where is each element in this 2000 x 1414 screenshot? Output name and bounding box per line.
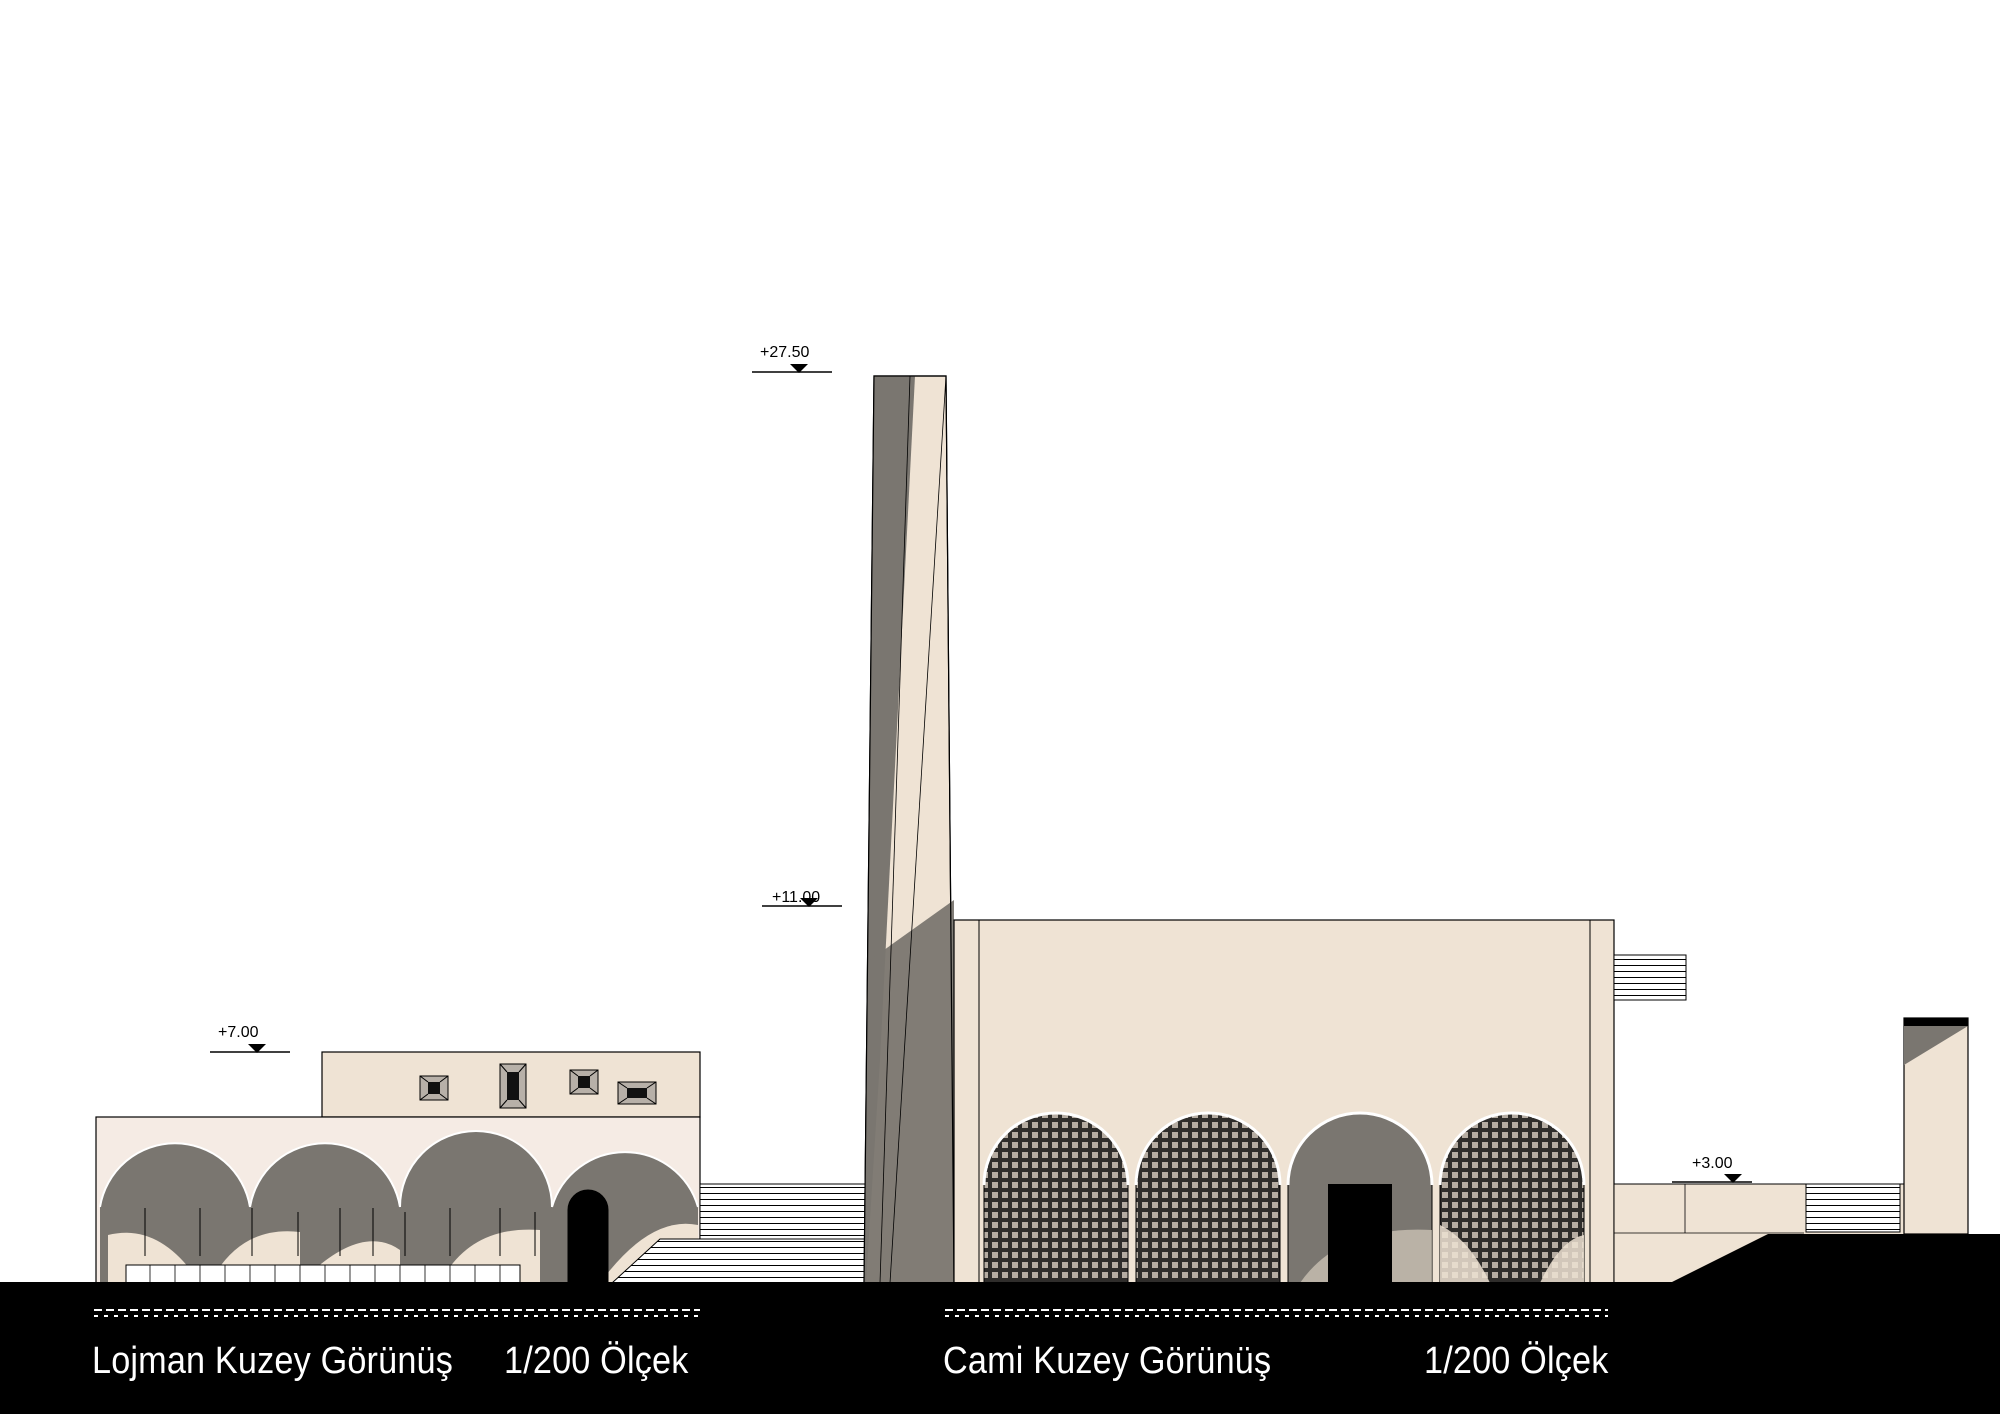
level-marker-lodging: +7.00: [210, 1024, 290, 1053]
mosque-side-louvre: [1613, 954, 1687, 1001]
mosque-arcade: [982, 1111, 1586, 1284]
lodging-window-2: [499, 1063, 527, 1109]
ground-dash-left: [94, 1309, 700, 1317]
lodging-title: Lojman Kuzey Görünüş: [92, 1340, 453, 1382]
lodging-window-3: [569, 1069, 599, 1095]
ground-dash-right: [945, 1309, 1608, 1317]
level-marker-terrace: +3.00: [1672, 1155, 1752, 1183]
ground-band: [0, 1234, 2000, 1414]
mosque-entrance-door: [1328, 1184, 1392, 1283]
mosque-building: [953, 919, 1969, 1284]
lodging-building: [95, 1051, 701, 1284]
level-label-minaret: +27.50: [760, 344, 809, 361]
level-marker-minaret: +27.50: [752, 344, 832, 373]
small-tower: [1903, 1017, 1969, 1235]
lodging-window-4: [617, 1081, 657, 1105]
lodging-arched-door: [567, 1189, 609, 1284]
lodging-window-1: [419, 1075, 449, 1101]
level-label-terrace: +3.00: [1692, 1155, 1733, 1172]
lodging-scale: 1/200 Ölçek: [504, 1340, 689, 1382]
level-label-lodging: +7.00: [218, 1024, 259, 1041]
mosque-title: Cami Kuzey Görünüş: [943, 1340, 1272, 1382]
mosque-scale: 1/200 Ölçek: [1424, 1340, 1609, 1382]
level-label-mosque: +11.00: [772, 889, 820, 906]
level-marker-mosque: +11.00: [762, 889, 842, 907]
lodging-railing: [125, 1264, 521, 1284]
minaret: [863, 375, 955, 1284]
